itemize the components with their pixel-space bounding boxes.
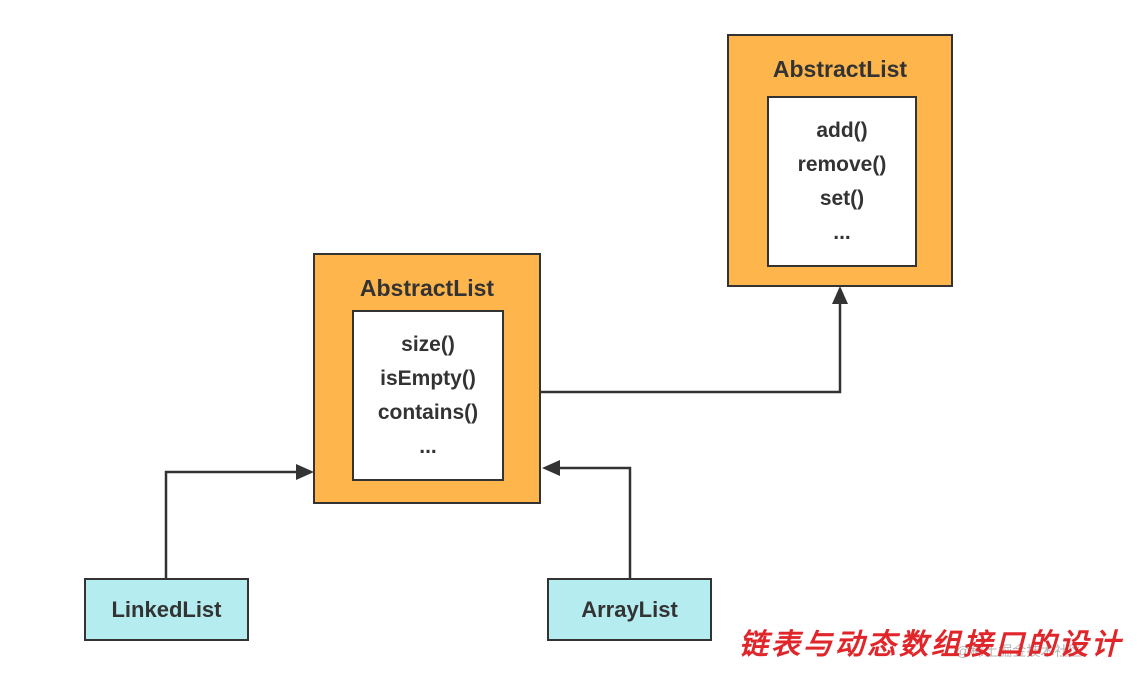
top-abstractlist-node: AbstractList add() remove() set() ... [727,34,953,287]
arrow-arraylist-to-middle [556,466,632,580]
arrow-linkedlist-to-middle [164,470,300,580]
linkedlist-node: LinkedList [84,578,249,641]
middle-node-title: AbstractList [359,275,495,301]
middle-abstractlist-node: AbstractList size() isEmpty() contains()… [313,253,541,504]
method-size: size() [401,332,455,356]
method-isempty: isEmpty() [380,366,476,390]
method-ellipsis: ... [419,434,437,458]
top-node-methods-box: add() remove() set() ... [767,96,917,267]
arrowhead-top [832,286,848,304]
top-node-title: AbstractList [772,56,908,82]
arraylist-node: ArrayList [547,578,712,641]
watermark: @稀土掘金技术社区 [956,643,1083,659]
arrowhead-linkedlist [296,464,314,480]
diagram-caption: 链表与动态数组接口的设计 [738,627,1123,661]
method-add: add() [816,118,868,142]
arrowhead-arraylist [542,460,560,476]
middle-node-methods-box: size() isEmpty() contains() ... [352,310,504,481]
method-contains: contains() [377,400,479,424]
method-ellipsis: ... [833,220,851,244]
method-set: set() [819,186,865,210]
method-remove: remove() [797,152,887,176]
arrow-middle-to-top [539,291,845,394]
